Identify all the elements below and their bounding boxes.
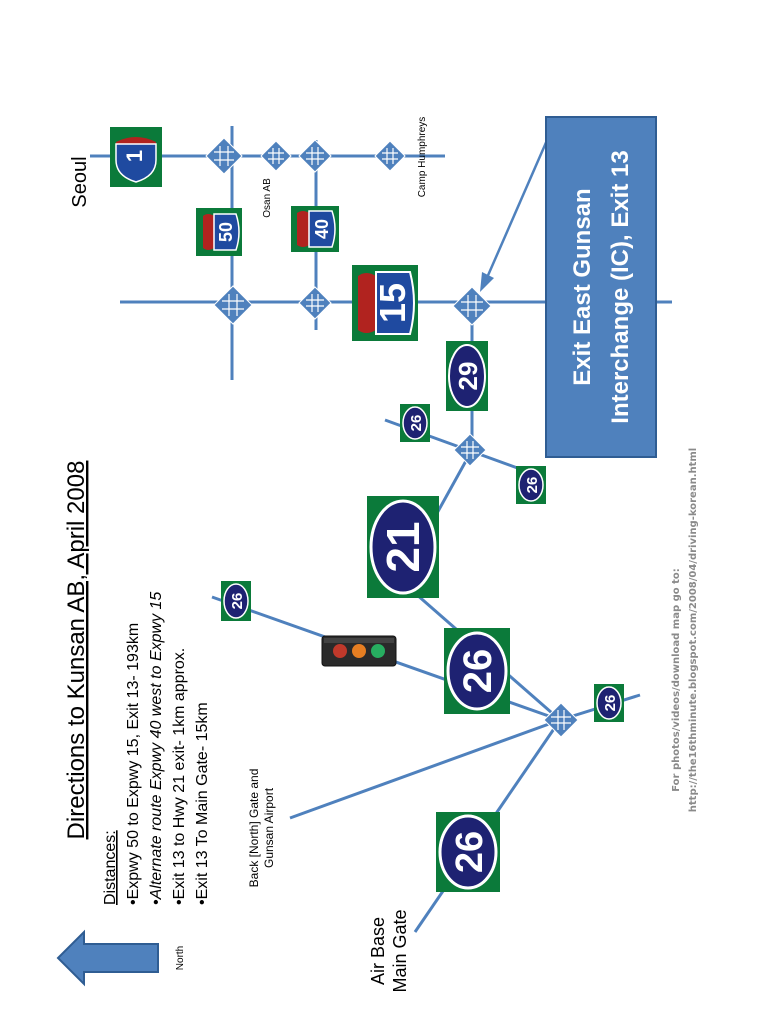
sign-label-26: 26 xyxy=(524,477,541,494)
interchange-diamond xyxy=(298,139,332,173)
distance-item-2: •Alternate route Expwy 40 west to Expwy … xyxy=(148,592,165,905)
shield-expwy-15: 15 xyxy=(352,265,418,341)
north-label: North xyxy=(175,946,186,970)
interchange-diamond xyxy=(260,140,292,172)
sign-label-26: 26 xyxy=(449,831,491,873)
sign-label-29: 29 xyxy=(453,362,483,391)
distance-item-3: •Exit 13 to Hwy 21 exit- 1km approx. xyxy=(171,648,188,905)
shield-expwy-40: 40 xyxy=(291,206,339,252)
sign-route-26-c: 26 xyxy=(221,581,251,621)
label-main-gate-1: Air Base xyxy=(368,917,388,985)
exit-13-box: Exit East Gunsan Interchange (IC), Exit … xyxy=(545,116,657,458)
exit-box-line2: Interchange (IC), Exit 13 xyxy=(607,150,634,423)
sign-route-29: 29 xyxy=(446,341,488,411)
shield-label-50: 50 xyxy=(216,222,236,242)
interchange-diamond xyxy=(298,286,332,320)
road-back-gate-airport xyxy=(289,718,561,820)
distance-item-4: •Exit 13 To Main Gate- 15km xyxy=(194,702,211,905)
interchange-diamond xyxy=(374,140,406,172)
distances-heading: Distances: xyxy=(102,830,119,905)
interchange-diamond-exit13 xyxy=(452,286,492,326)
shield-label-40: 40 xyxy=(312,219,332,239)
exit-pointer-arrow xyxy=(480,137,550,292)
shield-label-1: 1 xyxy=(122,150,147,162)
label-main-gate-2: Main Gate xyxy=(390,909,410,992)
sign-route-26-a: 26 xyxy=(400,404,430,442)
interchange-diamond xyxy=(543,702,579,738)
sign-route-26-b: 26 xyxy=(516,466,546,504)
label-osan: Osan AB xyxy=(262,178,273,218)
shield-expwy-1: 1 xyxy=(110,127,162,187)
interchanges xyxy=(205,137,579,738)
label-back-gate-1: Back [North] Gate and xyxy=(247,769,261,888)
label-seoul: Seoul xyxy=(69,156,91,207)
traffic-light-icon xyxy=(321,635,397,667)
sign-route-21: 21 xyxy=(367,496,439,598)
label-camp-humphreys: Camp Humphreys xyxy=(417,117,428,198)
sign-route-26-f: 26 xyxy=(436,812,500,892)
interchange-diamond xyxy=(453,433,487,467)
sign-label-26: 26 xyxy=(408,415,425,432)
sign-label-26: 26 xyxy=(602,695,619,712)
sign-label-26: 26 xyxy=(456,649,500,694)
distances-block: Distances: •Expwy 50 to Expwy 15, Exit 1… xyxy=(102,592,211,905)
interchange-diamond xyxy=(213,285,253,325)
sign-label-26: 26 xyxy=(229,593,246,610)
interchange-diamond xyxy=(205,137,243,175)
exit-box-line1: Exit East Gunsan xyxy=(569,188,596,385)
credit-line-1: For photos/videos/download map go to: xyxy=(671,568,682,792)
credit-url[interactable]: http://the16thminute.blogspot.com/2008/0… xyxy=(688,448,699,812)
shield-label-15: 15 xyxy=(372,283,413,323)
sign-route-26-e: 26 xyxy=(594,684,624,722)
sign-label-21: 21 xyxy=(377,521,429,572)
label-back-gate-2: Gunsan Airport xyxy=(262,787,276,868)
north-arrow-icon xyxy=(56,929,159,987)
sign-route-26-d: 26 xyxy=(444,628,510,714)
shield-expwy-50: 50 xyxy=(196,208,242,256)
distance-item-1: •Expwy 50 to Expwy 15, Exit 13- 193km xyxy=(125,623,142,905)
page-title: Directions to Kunsan AB, April 2008 xyxy=(63,461,90,840)
